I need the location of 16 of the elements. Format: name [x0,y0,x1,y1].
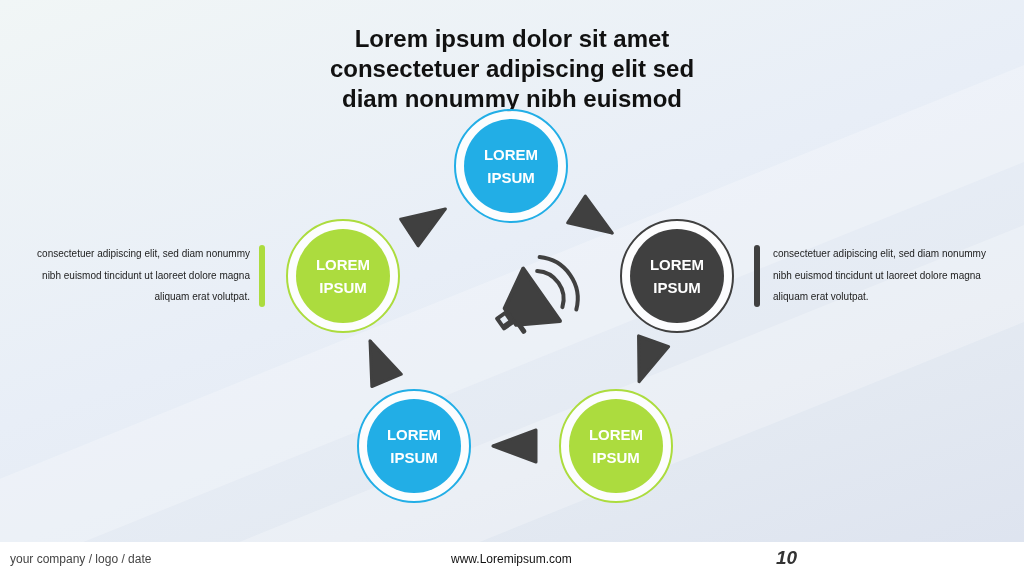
node-label: LOREM IPSUM [314,255,372,298]
footer-url: www.Loremipsum.com [451,552,572,566]
arrow [566,194,614,235]
arrow [368,339,403,389]
node-label: LOREM IPSUM [385,425,443,468]
page-number: 10 [776,547,798,569]
arrow [491,428,538,464]
node-label: LOREM IPSUM [482,145,540,188]
description-text: consectetuer adipiscing elit, sed diam nonummy nibh euismod tincidunt ut laoreet dolore magna aliquam erat volutpat. [773,247,987,304]
arrow [399,207,447,248]
description-text: consectetuer adipiscing elit, sed diam nonummy nibh euismod tincidunt ut laoreet dolore magna aliquam erat volutpat. [36,247,250,304]
footer-text: your company / logo / date [10,552,152,566]
node-label: LOREM IPSUM [648,255,706,298]
title: Lorem ipsum dolor sit amet consectetuer adipiscing elit sed diam nonummy nibh euismod [328,24,696,114]
arrow [637,334,671,384]
node-label: LOREM IPSUM [587,425,645,468]
